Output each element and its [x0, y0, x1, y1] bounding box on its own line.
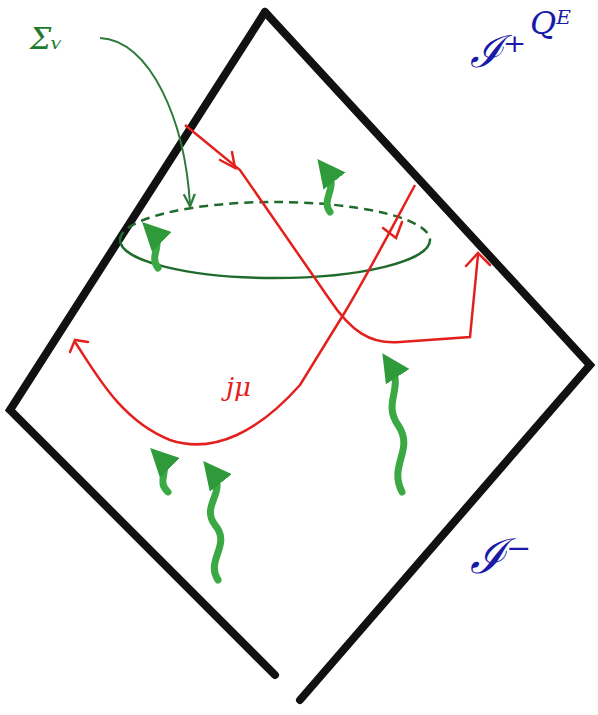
arrowheads [70, 152, 490, 352]
wavy-arrow [326, 170, 331, 212]
surface-label: Σᵥ [30, 22, 62, 55]
worldline [185, 125, 478, 342]
scri-plus-label: ℐ⁺ [470, 28, 526, 76]
penrose-boundary [10, 12, 590, 700]
arrowhead [70, 340, 88, 352]
leader-arrow [100, 38, 190, 205]
wavy-arrow [152, 232, 158, 268]
arrowhead [466, 253, 490, 266]
right-boundary [265, 12, 590, 700]
worldline [75, 185, 415, 444]
charge-label: Qᴱ [530, 6, 571, 41]
wavy-arrow [390, 365, 404, 492]
radiation-arrows [152, 170, 404, 580]
arrowhead [383, 222, 402, 238]
wavy-arrow [160, 458, 168, 492]
wavy-arrow [210, 472, 220, 580]
current-lines [75, 125, 478, 444]
left-boundary [10, 12, 275, 675]
scri-minus-label: ℐ⁻ [470, 530, 531, 583]
arrowhead [220, 152, 235, 168]
current-label: jμ [222, 372, 255, 403]
